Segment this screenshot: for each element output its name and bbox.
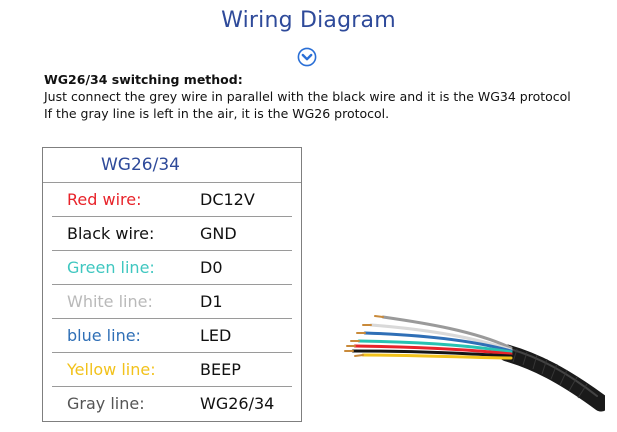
table-header: WG26/34: [43, 148, 301, 183]
method-line-2: If the gray line is left in the air, it …: [44, 106, 390, 121]
page-title: Wiring Diagram: [221, 8, 396, 33]
table-row-gray: Gray line: WG26/34: [43, 387, 301, 421]
cable-sheath: [498, 344, 605, 412]
table-row-blue: blue line: LED: [43, 319, 301, 353]
method-heading: WG26/34 switching method:: [44, 72, 243, 87]
cable-photo: [344, 315, 605, 412]
row-value: DC12V: [200, 190, 255, 209]
row-value: LED: [200, 326, 232, 345]
yellow-wire: [361, 353, 513, 360]
table-row-green: Green line: D0: [43, 251, 301, 285]
gray-wire: [381, 315, 513, 350]
row-label: Black wire:: [67, 224, 155, 243]
table-row-white: White line: D1: [43, 285, 301, 319]
table-row-red: Red wire: DC12V: [43, 183, 301, 217]
chevron-down-circle-icon[interactable]: [297, 47, 317, 67]
row-label: White line:: [67, 292, 153, 311]
wire-table: WG26/34 Red wire: DC12V Black wire: GND …: [42, 147, 302, 422]
row-value: WG26/34: [200, 394, 275, 413]
red-wire: [353, 344, 513, 356]
table-row-black: Black wire: GND: [43, 217, 301, 251]
black-wire: [351, 349, 513, 358]
row-value: D0: [200, 258, 223, 277]
row-value: GND: [200, 224, 237, 243]
row-label: Gray line:: [67, 394, 145, 413]
white-wire: [369, 323, 513, 352]
cable-braid: [512, 348, 588, 399]
row-label: Green line:: [67, 258, 155, 277]
cable-sheath-highlight: [509, 348, 598, 397]
method-line-1: Just connect the grey wire in parallel w…: [44, 89, 571, 104]
row-value: D1: [200, 292, 223, 311]
row-label: Red wire:: [67, 190, 142, 209]
row-label: blue line:: [67, 326, 141, 345]
row-label: Yellow line:: [67, 360, 156, 379]
blue-wire: [363, 331, 513, 353]
table-row-yellow: Yellow line: BEEP: [43, 353, 301, 387]
green-wire: [357, 339, 513, 354]
row-value: BEEP: [200, 360, 241, 379]
